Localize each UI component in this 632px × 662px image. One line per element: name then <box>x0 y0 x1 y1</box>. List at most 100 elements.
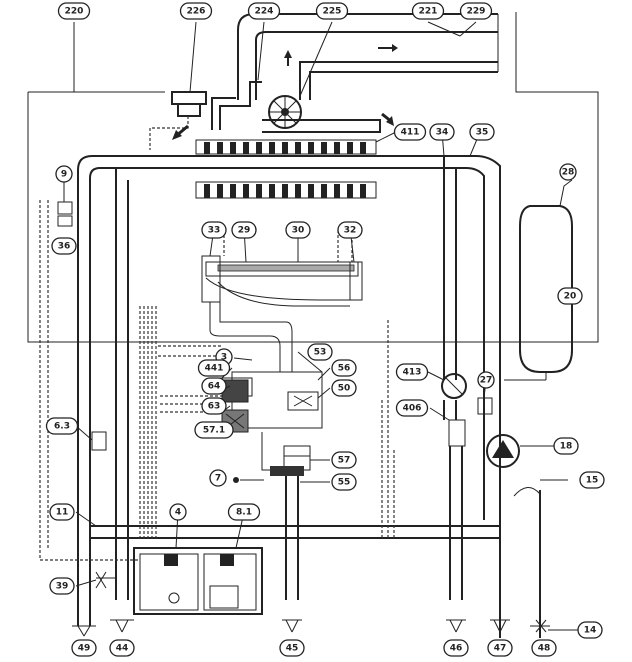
label-l27: 27 <box>477 371 495 389</box>
label-marker <box>487 639 513 657</box>
label-l225: 225 <box>315 2 349 20</box>
label-l56: 56 <box>331 359 357 377</box>
label-l63: 63 <box>201 397 227 415</box>
label-l35: 35 <box>469 123 495 141</box>
label-text: 3 <box>221 353 227 363</box>
fin <box>321 142 327 154</box>
fin <box>230 142 236 154</box>
fin <box>282 184 288 198</box>
label-text: 57 <box>338 456 351 466</box>
label-text: 46 <box>450 644 463 654</box>
label-marker <box>51 237 77 255</box>
label-text: 7 <box>215 474 221 484</box>
fin <box>360 142 366 154</box>
label-marker <box>469 123 495 141</box>
label-marker <box>337 221 363 239</box>
label-text: 28 <box>562 168 575 178</box>
label-text: 8.1 <box>236 508 252 518</box>
label-l30: 30 <box>285 221 311 239</box>
fin <box>360 184 366 198</box>
label-text: 220 <box>65 7 84 17</box>
label-l57: 57 <box>331 451 357 469</box>
label-l45: 45 <box>279 639 305 657</box>
label-l49: 49 <box>71 639 97 657</box>
label-l406: 406 <box>395 399 429 417</box>
pressure-switch <box>149 81 262 150</box>
fin <box>347 184 353 198</box>
label-marker <box>315 2 349 20</box>
label-marker <box>109 639 135 657</box>
label-l57-1: 57.1 <box>194 421 234 439</box>
label-marker <box>331 451 357 469</box>
label-l4: 4 <box>169 503 187 521</box>
label-marker <box>285 221 311 239</box>
fin <box>217 142 223 154</box>
label-l47: 47 <box>487 639 513 657</box>
label-text: 35 <box>476 128 489 138</box>
label-l441: 441 <box>197 359 231 377</box>
pump <box>486 434 520 468</box>
label-marker <box>411 2 445 20</box>
connections <box>72 619 550 637</box>
label-text: 226 <box>187 7 206 17</box>
label-marker <box>49 577 75 595</box>
fin <box>269 142 275 154</box>
label-text: 221 <box>419 7 438 17</box>
label-marker <box>395 399 429 417</box>
fin <box>217 184 223 198</box>
label-marker <box>559 163 577 181</box>
label-l46: 46 <box>443 639 469 657</box>
label-text: 39 <box>56 582 69 592</box>
fin <box>230 184 236 198</box>
label-l39: 39 <box>49 577 75 595</box>
fin <box>243 184 249 198</box>
wiring <box>39 200 395 561</box>
label-marker <box>393 123 427 141</box>
label-l7: 7 <box>209 469 227 487</box>
fin <box>295 142 301 154</box>
label-marker <box>169 503 187 521</box>
label-marker <box>429 123 455 141</box>
left-auxiliary <box>57 180 116 589</box>
label-text: 30 <box>292 226 305 236</box>
fan <box>262 95 381 133</box>
label-text: 4 <box>175 508 181 518</box>
label-text: 33 <box>208 226 221 236</box>
fin <box>204 142 210 154</box>
label-l226: 226 <box>179 2 213 20</box>
label-l64: 64 <box>201 377 227 395</box>
gas-valve <box>220 371 323 600</box>
label-text: 18 <box>560 442 573 452</box>
fin <box>308 184 314 198</box>
label-l20: 20 <box>557 287 583 305</box>
label-text: 48 <box>538 644 551 654</box>
label-l34: 34 <box>429 123 455 141</box>
label-text: 6.3 <box>54 422 70 432</box>
primary-circuit <box>77 155 501 638</box>
burner <box>201 230 363 372</box>
label-text: 49 <box>78 644 91 654</box>
flue-duct <box>237 13 499 100</box>
label-text: 45 <box>286 644 299 654</box>
label-text: 15 <box>586 476 599 486</box>
label-text: 406 <box>403 404 422 414</box>
label-text: 224 <box>255 7 274 17</box>
label-marker <box>57 2 91 20</box>
label-text: 34 <box>436 128 449 138</box>
label-marker <box>209 469 227 487</box>
label-marker <box>331 359 357 377</box>
heat-exchanger <box>195 112 394 199</box>
label-l15: 15 <box>579 471 605 489</box>
label-marker <box>579 471 605 489</box>
label-l8-1: 8.1 <box>227 503 261 521</box>
label-marker <box>45 417 79 435</box>
label-text: 56 <box>338 364 351 374</box>
label-l6-3: 6.3 <box>45 417 79 435</box>
label-text: 36 <box>58 242 71 252</box>
label-marker <box>55 165 73 183</box>
label-text: 57.1 <box>203 426 225 436</box>
label-l229: 229 <box>459 2 493 20</box>
label-l28: 28 <box>559 163 577 181</box>
